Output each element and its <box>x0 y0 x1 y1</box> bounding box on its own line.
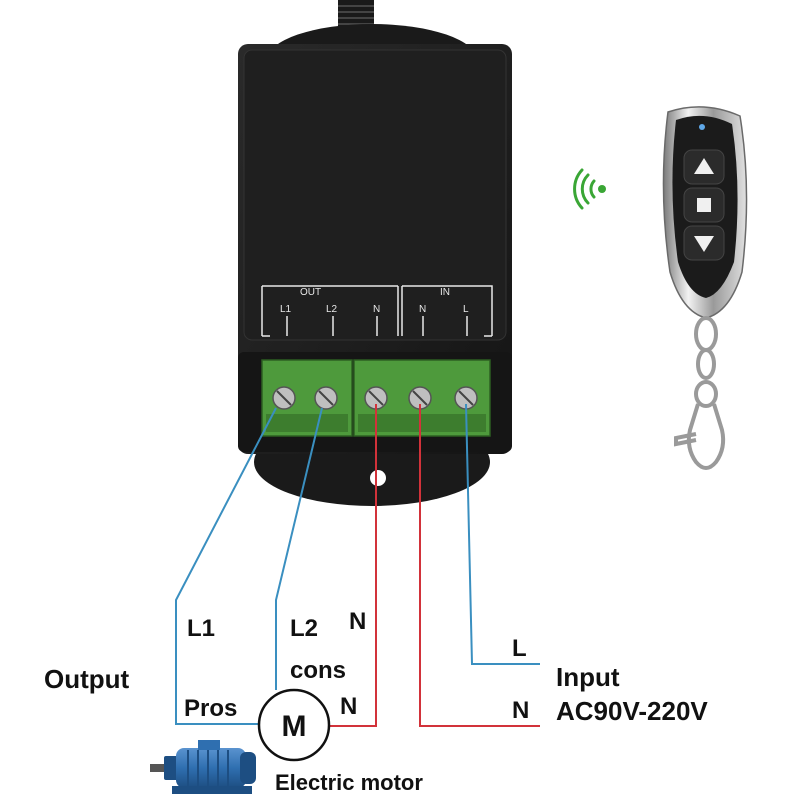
motor-symbol: M <box>257 688 331 762</box>
terminal-label-out-l1: L1 <box>280 304 292 315</box>
triangle-up-icon <box>694 158 714 174</box>
wire-l2-output <box>275 407 323 690</box>
key-ring <box>674 316 726 470</box>
terminal-label-in-l: L <box>463 304 469 315</box>
label-n-top: N <box>349 608 366 635</box>
label-output: Output <box>44 664 130 694</box>
label-input: Input <box>556 662 620 692</box>
wifi-signal-icon <box>573 168 606 210</box>
label-n-input: N <box>512 697 529 724</box>
electric-motor-icon <box>150 740 256 794</box>
label-l2: L2 <box>290 615 318 642</box>
in-header: IN <box>440 287 450 298</box>
terminal-label-out-l2: L2 <box>326 304 338 315</box>
label-pros: Pros <box>184 695 237 722</box>
wire-n-input <box>419 404 540 727</box>
remote-control <box>573 106 748 470</box>
mounting-hole <box>370 470 386 486</box>
terminal-label-panel: OUT IN L1 L2 N N L <box>261 285 493 337</box>
out-header: OUT <box>300 287 321 298</box>
label-n-bottom: N <box>340 693 357 720</box>
terminal-label-out-n: N <box>373 304 380 315</box>
up-button[interactable] <box>683 149 725 185</box>
wire-n-output <box>330 404 377 727</box>
triangle-down-icon <box>694 236 714 252</box>
wires <box>175 403 540 727</box>
wiring-labels: L1 L2 N cons Output Pros N L Input N AC9… <box>44 608 708 726</box>
screw-out-l1[interactable] <box>272 386 296 410</box>
wire-l1-output <box>175 407 277 725</box>
label-cons: cons <box>290 657 346 684</box>
led-indicator <box>699 124 705 130</box>
down-button[interactable] <box>683 225 725 261</box>
screw-in-l[interactable] <box>454 386 478 410</box>
terminal-screws <box>272 386 478 410</box>
stop-button[interactable] <box>683 187 725 223</box>
label-voltage: AC90V-220V <box>556 696 708 726</box>
wire-l-input <box>465 403 540 665</box>
label-l-input: L <box>512 635 527 662</box>
screw-out-l2[interactable] <box>314 386 338 410</box>
motor-caption: Electric motor <box>275 770 423 795</box>
receiver-module: OUT IN L1 L2 N N L <box>238 0 512 506</box>
motor-letter: M <box>282 710 307 743</box>
square-stop-icon <box>697 198 711 212</box>
terminal-label-in-n: N <box>419 304 426 315</box>
label-l1: L1 <box>187 615 215 642</box>
